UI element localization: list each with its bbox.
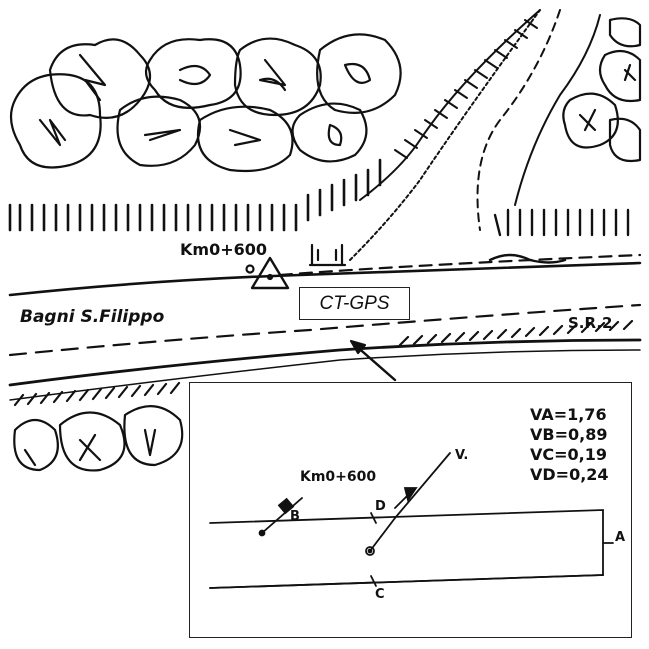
embankment-hatching-right (488, 208, 630, 264)
inset-detail: Km0+600 V. B A C D VA=1,76 VB=0,89 VC=0,… (189, 382, 632, 638)
offset-line (261, 497, 303, 534)
road-lines (8, 253, 642, 401)
direction-line (394, 452, 451, 519)
embankment-hatching-slope (349, 9, 601, 261)
arrow-icon (349, 339, 397, 382)
place-label: Bagni S.Filippo (20, 307, 165, 327)
bush-cluster-top (9, 33, 402, 173)
values-list: VA=1,76 VB=0,89 VC=0,19 VD=0,24 (530, 405, 609, 485)
point-a-label: A (615, 530, 625, 545)
direction-label: V. (455, 448, 468, 463)
structure-hut (308, 243, 347, 267)
tick-marks (370, 512, 377, 587)
road-hatching (13, 319, 634, 407)
value-vb: VB=0,89 (530, 425, 608, 444)
point-label: CT-GPS (299, 287, 410, 320)
point-b-label: B (290, 509, 300, 524)
inset-km-label: Km0+600 (300, 469, 376, 485)
road-label: S.R.2 (568, 314, 612, 332)
inset-canvas: Km0+600 V. B A C D (209, 448, 625, 602)
bush-cluster-right (562, 17, 642, 163)
embankment-hatching-top (8, 158, 382, 232)
value-vc: VC=0,19 (530, 445, 608, 464)
triangle-benchmark-icon (245, 256, 290, 290)
value-vd: VD=0,24 (530, 465, 609, 484)
km-label: Km0+600 (180, 240, 267, 259)
point-d-label: D (375, 499, 386, 514)
bush-cluster-bottom (13, 405, 184, 472)
point-c-label: C (375, 587, 385, 602)
value-va: VA=1,76 (530, 405, 607, 424)
